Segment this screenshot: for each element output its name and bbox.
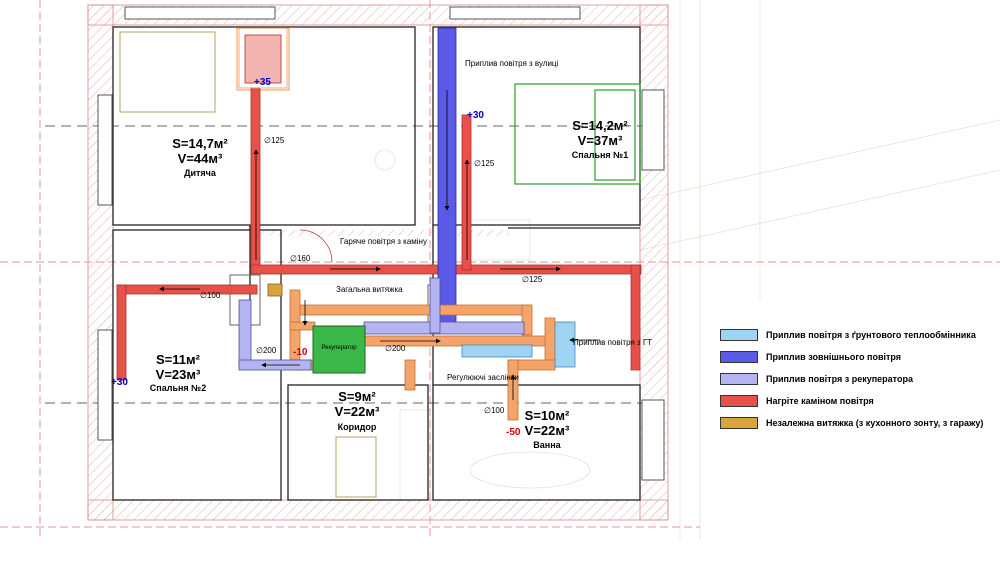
legend-item: Незалежна витяжка (з кухонного зонту, з …: [720, 416, 995, 430]
legend-swatch: [720, 351, 758, 363]
room-volume: V=22м³: [525, 423, 570, 438]
diameter-label: ∅100: [200, 291, 221, 300]
room-area: S=10м²: [525, 408, 570, 423]
legend-swatch: [720, 329, 758, 341]
legend-item: Нагріте каміном повітря: [720, 394, 995, 408]
flow-values: +35 +30 +30 -10 -50: [111, 77, 521, 438]
room-area: S=14,7м²: [172, 136, 228, 151]
flow-value: -50: [506, 427, 521, 438]
legend-label: Приплив зовнішнього повітря: [766, 352, 902, 362]
flow-value: +30: [111, 377, 128, 388]
common-exhaust-label: Загальна витяжка: [336, 285, 403, 294]
room-area: S=9м²: [338, 389, 376, 404]
room-volume: V=44м³: [178, 151, 223, 166]
independent-exhaust: [267, 283, 283, 297]
diameter-label: ∅200: [385, 344, 406, 353]
legend-swatch: [720, 373, 758, 385]
flow-arrows: [159, 90, 600, 400]
diameter-label: ∅200: [256, 346, 277, 355]
recuperator-label: Рекуператор: [321, 345, 357, 351]
room-name: Коридор: [338, 422, 377, 432]
street-air-label: Приплив повітря з вулиці: [465, 59, 559, 68]
legend-item: Приплив зовнішнього повітря: [720, 350, 995, 364]
room-name: Спальня №2: [150, 383, 206, 393]
room-volume: V=37м³: [578, 133, 623, 148]
diameter-label: ∅100: [484, 406, 505, 415]
diameter-label: ∅160: [290, 254, 311, 263]
annotations: Приплив повітря з вулиці Гаряче повітря …: [336, 59, 652, 382]
legend: Приплив повітря з ґрунтового теплообмінн…: [720, 328, 995, 438]
recuperator-unit: [312, 325, 366, 374]
flow-value: -10: [293, 347, 308, 358]
ground-hx-duct: [461, 321, 576, 368]
furniture-outline: [119, 27, 439, 498]
flow-value: +35: [254, 77, 271, 88]
door-swing: [299, 229, 333, 263]
hot-air-label: Гаряче повітря з каміну: [340, 237, 427, 246]
room-name: Спальня №1: [572, 150, 628, 160]
outer-walls: [87, 4, 669, 521]
room-area: S=14,2м²: [572, 118, 628, 133]
flow-value: +30: [467, 110, 484, 121]
diameter-labels: ∅125 ∅125 ∅125 ∅160 ∅100 ∅100 ∅200 ∅200: [200, 136, 543, 415]
room-name: Дитяча: [184, 168, 217, 178]
legend-label: Приплив повітря з ґрунтового теплообмінн…: [766, 330, 976, 340]
gt-supply-label: Приплив повітря з ГТ: [573, 338, 652, 347]
diameter-label: ∅125: [474, 159, 495, 168]
diameter-label: ∅125: [522, 275, 543, 284]
room-name: Ванна: [533, 440, 561, 450]
valves-label: Регулюючі заслінки: [447, 373, 519, 382]
diameter-label: ∅125: [264, 136, 285, 145]
room-volume: V=23м³: [156, 367, 201, 382]
room-area: S=11м²: [156, 352, 201, 367]
legend-swatch: [720, 395, 758, 407]
section-dashes: [45, 125, 660, 404]
legend-label: Нагріте каміном повітря: [766, 396, 874, 406]
furniture: [514, 83, 641, 185]
legend-swatch: [720, 417, 758, 429]
room-volume: V=22м³: [335, 404, 380, 419]
legend-item: Приплив повітря з рекуператора: [720, 372, 995, 386]
legend-label: Приплив повітря з рекуператора: [766, 374, 913, 384]
legend-label: Незалежна витяжка (з кухонного зонту, з …: [766, 418, 984, 428]
legend-item: Приплив повітря з ґрунтового теплообмінн…: [720, 328, 995, 342]
room-labels: S=14,7м² V=44м³ Дитяча S=14,2м² V=37м³ С…: [150, 118, 629, 450]
windows: [97, 6, 665, 481]
